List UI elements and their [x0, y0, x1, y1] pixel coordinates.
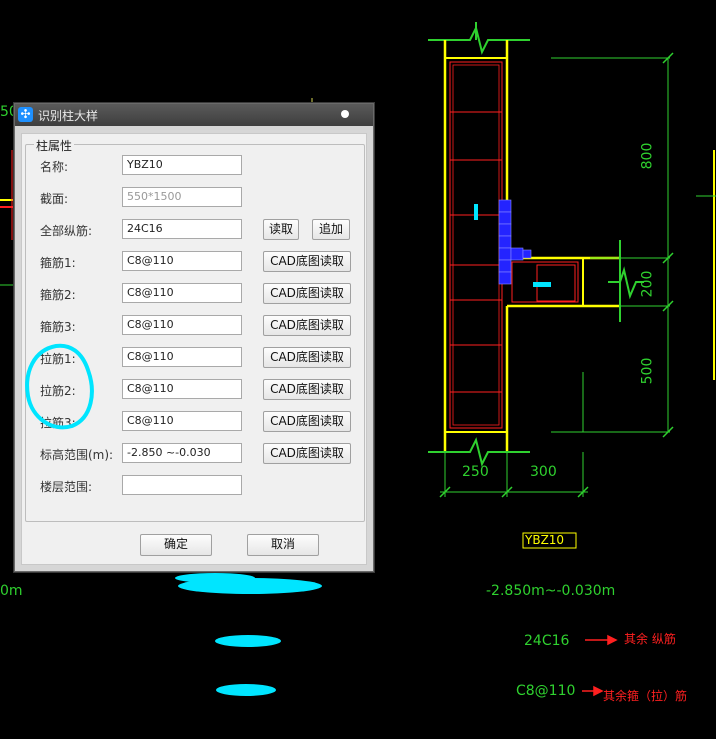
stirrup-3-input[interactable]: C8@110: [122, 315, 242, 335]
elevation-label: -2.850m~-0.030m: [486, 583, 616, 599]
stirrup-ties: [450, 111, 502, 393]
read-button[interactable]: 读取: [263, 219, 299, 240]
tie-1-label: 拉筋1:: [40, 352, 76, 366]
all-longitudinal-input[interactable]: 24C16: [122, 219, 242, 239]
elevation-range-input[interactable]: -2.850 ~-0.030: [122, 443, 242, 463]
dimension-300: 300: [530, 464, 557, 480]
identify-column-dialog: ✣ 识别柱大样 柱属性 名称: YBZ10 截面: 550*1500 全部纵筋:…: [14, 103, 374, 572]
dimension-500: 500: [639, 357, 656, 385]
append-button[interactable]: 追加: [312, 219, 350, 240]
tie-2-input[interactable]: C8@110: [122, 379, 242, 399]
stirrup-label: C8@110: [516, 683, 576, 699]
stirrup-2-label: 箍筋2:: [40, 288, 76, 302]
cyan-scribble: [175, 573, 322, 696]
longitudinal-label: 24C16: [524, 633, 570, 649]
tie-3-label: 拉筋3:: [40, 416, 76, 430]
all-longitudinal-label: 全部纵筋:: [40, 224, 93, 238]
stirrup-1-cad-read-button[interactable]: CAD底图读取: [263, 251, 351, 272]
stirrup-2-cad-read-button[interactable]: CAD底图读取: [263, 283, 351, 304]
floor-range-input[interactable]: [122, 475, 242, 495]
wing-stirrup: [511, 261, 579, 303]
column-name-label: YBZ10: [525, 533, 565, 547]
tie-1-cad-read-button[interactable]: CAD底图读取: [263, 347, 351, 368]
dialog-title-bar[interactable]: ✣ 识别柱大样: [15, 104, 373, 126]
title-dot-icon[interactable]: [341, 110, 349, 118]
tie-2-cad-read-button[interactable]: CAD底图读取: [263, 379, 351, 400]
tie-1-input[interactable]: C8@110: [122, 347, 242, 367]
dimension-ticks: [662, 52, 674, 438]
stirrup-1-input[interactable]: C8@110: [122, 251, 242, 271]
cyan-mark: [474, 204, 478, 220]
tie-3-cad-read-button[interactable]: CAD底图读取: [263, 411, 351, 432]
column-properties-group: 柱属性: [25, 137, 365, 522]
red-arrow: [582, 634, 618, 697]
cancel-button[interactable]: 取消: [247, 534, 319, 556]
name-input[interactable]: YBZ10: [122, 155, 242, 175]
stirrup-2-input[interactable]: C8@110: [122, 283, 242, 303]
dialog-title: 识别柱大样: [38, 109, 99, 123]
left-edge-label-top: 50: [0, 104, 18, 120]
dimension-200: 200: [639, 270, 656, 298]
highlighted-core: [498, 199, 532, 285]
dimension-800: 800: [639, 142, 656, 170]
stirrup-3-cad-read-button[interactable]: CAD底图读取: [263, 315, 351, 336]
left-edge-label-bottom: 0m: [0, 583, 23, 599]
top-break-line: [428, 25, 530, 55]
bottom-break-line: [428, 437, 530, 467]
app-icon: ✣: [18, 107, 33, 122]
column-name-box: [522, 532, 577, 549]
longitudinal-note: 其余 纵筋: [624, 632, 676, 646]
tie-2-label: 拉筋2:: [40, 384, 76, 398]
tie-3-input[interactable]: C8@110: [122, 411, 242, 431]
name-label: 名称:: [40, 160, 69, 174]
section-label: 截面:: [40, 192, 69, 206]
stirrup-outline: [449, 61, 503, 429]
stirrup-outline: [452, 64, 500, 426]
section-input[interactable]: 550*1500: [122, 187, 242, 207]
stirrup-1-label: 箍筋1:: [40, 256, 76, 270]
elevation-cad-read-button[interactable]: CAD底图读取: [263, 443, 351, 464]
right-break-line: [608, 266, 644, 300]
dimension-250: 250: [462, 464, 489, 480]
dimension-ticks: [439, 486, 589, 498]
cyan-mark: [533, 282, 551, 287]
group-title: 柱属性: [34, 137, 75, 154]
ok-button[interactable]: 确定: [140, 534, 212, 556]
stirrup-note: 其余箍（拉）筋: [603, 689, 688, 703]
stirrup-3-label: 箍筋3:: [40, 320, 76, 334]
floor-range-label: 楼层范围:: [40, 480, 93, 494]
elevation-range-label: 标高范围(m):: [40, 448, 114, 462]
